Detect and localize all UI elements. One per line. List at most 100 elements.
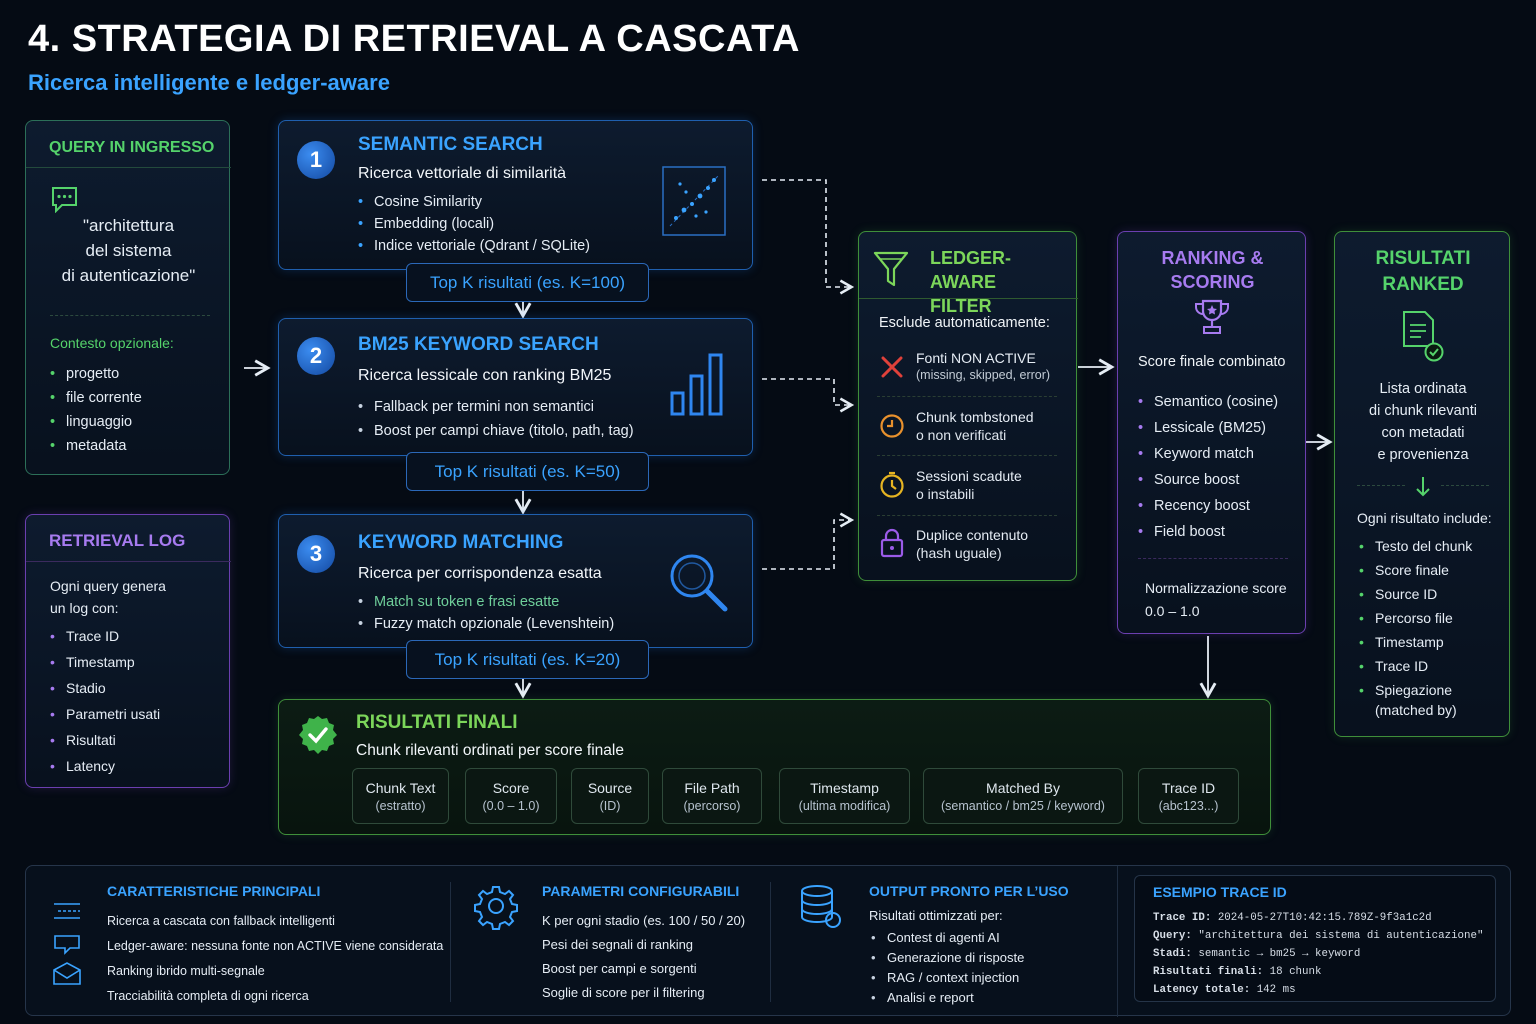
list-item: Recency boost <box>1138 493 1278 519</box>
stage-number: 1 <box>297 141 335 179</box>
list-item: Boost per campi chiave (titolo, path, ta… <box>358 419 634 443</box>
stage-subtitle: Ricerca lessicale con ranking BM25 <box>358 367 612 384</box>
output-list: Contest di agenti AI Generazione di risp… <box>871 928 1024 1008</box>
check-circle-icon <box>299 716 337 754</box>
list-item: Cosine Similarity <box>358 191 590 213</box>
list-item: Tracciabilità completa di ogni ricerca <box>107 989 309 1003</box>
list-item: Match su token e frasi esatte <box>358 591 614 613</box>
stage-bm25-panel: 2 BM25 KEYWORD SEARCH Ricerca lessicale … <box>278 318 753 456</box>
x-icon <box>881 356 903 378</box>
list-item: Score finale <box>1359 558 1472 582</box>
trace-row: Query: "architettura dei sistema di aute… <box>1153 930 1484 942</box>
footer-panel: CARATTERISTICHE PRINCIPALI Ricerca a cas… <box>25 865 1511 1017</box>
features-title: CARATTERISTICHE PRINCIPALI <box>107 883 321 899</box>
list-item: Testo del chunk <box>1359 534 1472 558</box>
list-item: Pesi dei segnali di ranking <box>542 937 694 952</box>
final-subtitle: Chunk rilevanti ordinati per score final… <box>356 742 624 759</box>
list-item: Fuzzy match opzionale (Levenshtein) <box>358 613 614 635</box>
query-title: QUERY IN INGRESSO <box>49 139 215 156</box>
list-item: Fallback per termini non semantici <box>358 395 634 419</box>
timer-icon <box>880 471 904 498</box>
result-field-chip: Chunk Text(estratto) <box>352 768 449 824</box>
list-item: Embedding (locali) <box>358 213 590 235</box>
arrow-down-icon <box>1416 477 1430 497</box>
context-label: Contesto opzionale: <box>50 335 174 351</box>
list-item: Risultati <box>50 727 160 753</box>
list-item: Contest di agenti AI <box>871 928 1024 948</box>
document-check-icon <box>1403 311 1444 362</box>
output-intro: Risultati ottimizzati per: <box>869 908 1003 923</box>
result-field-chip: File Path(percorso) <box>662 768 762 824</box>
chat-icon <box>52 187 77 213</box>
stage-subtitle: Ricerca per corrispondenza esatta <box>358 565 602 582</box>
result-field-chip: Trace ID(abc123...) <box>1138 768 1239 824</box>
bar-chart-icon <box>670 353 723 416</box>
trophy-icon <box>1195 299 1229 334</box>
feature-icons <box>53 903 81 985</box>
list-item: Field boost <box>1138 519 1278 545</box>
page-subtitle: Ricerca intelligente e ledger-aware <box>28 70 390 95</box>
list-item: Percorso file <box>1359 606 1472 630</box>
ranked-title: RISULTATI RANKED <box>1375 248 1471 295</box>
list-item: Trace ID <box>50 623 160 649</box>
stage-title: KEYWORD MATCHING <box>358 532 564 553</box>
stage-title: BM25 KEYWORD SEARCH <box>358 334 599 355</box>
output-title: OUTPUT PRONTO PER L’USO <box>869 883 1069 899</box>
page-title: 4. STRATEGIA DI RETRIEVAL A CASCATA <box>28 18 800 60</box>
stage-number: 3 <box>297 535 335 573</box>
log-title: RETRIEVAL LOG <box>49 531 186 550</box>
list-item: Ledger-aware: nessuna fonte non ACTIVE v… <box>107 939 444 953</box>
list-item: Trace ID <box>1359 654 1472 678</box>
stage-topk-pill: Top K risultati (es. K=100) <box>406 263 649 302</box>
magnifier-icon <box>670 554 728 612</box>
list-item: Analisi e report <box>871 988 1024 1008</box>
context-list: progetto file corrente linguaggio metada… <box>50 362 142 458</box>
list-item: Ricerca a cascata con fallback intellige… <box>107 914 335 928</box>
query-divider <box>26 167 231 168</box>
list-item: Indice vettoriale (Qdrant / SQLite) <box>358 235 590 257</box>
query-text: "architettura del sistema di autenticazi… <box>61 216 196 285</box>
log-intro: Ogni query genera un log con: <box>50 578 166 616</box>
ranking-panel: RANKING & SCORING Score finale combinato… <box>1117 231 1306 634</box>
ranking-list: Semantico (cosine) Lessicale (BM25) Keyw… <box>1138 389 1278 545</box>
result-field-chip: Source(ID) <box>571 768 649 824</box>
result-field-chip: Score(0.0 – 1.0) <box>465 768 557 824</box>
list-item: file corrente <box>50 386 142 410</box>
list-item: Lessicale (BM25) <box>1138 415 1278 441</box>
list-item: linguaggio <box>50 410 142 434</box>
log-list: Trace ID Timestamp Stadio Parametri usat… <box>50 623 160 779</box>
ranking-intro: Score finale combinato <box>1138 354 1286 370</box>
list-item: RAG / context injection <box>871 968 1024 988</box>
list-item: Keyword match <box>1138 441 1278 467</box>
list-item: Spiegazione <box>1359 678 1472 702</box>
list-item: Timestamp <box>1359 630 1472 654</box>
result-field-chip: Timestamp(ultima modifica) <box>779 768 910 824</box>
stage-bullets: Cosine Similarity Embedding (locali) Ind… <box>358 191 590 257</box>
final-title: RISULTATI FINALI <box>356 712 518 733</box>
trace-row: Stadi: semantic → bm25 → keyword <box>1153 948 1361 960</box>
scatter-plot-icon <box>662 166 726 236</box>
list-item: Boost per campi e sorgenti <box>542 961 697 976</box>
stage-semantic-panel: 1 SEMANTIC SEARCH Ricerca vettoriale di … <box>278 120 753 270</box>
list-item: Ranking ibrido multi-segnale <box>107 964 265 978</box>
stage-bullets: Fallback per termini non semantici Boost… <box>358 395 634 443</box>
log-panel: RETRIEVAL LOG Ogni query genera un log c… <box>25 514 231 788</box>
list-item: Parametri usati <box>50 701 160 727</box>
filter-title: LEDGER-AWARE FILTER <box>930 248 1011 316</box>
trace-title: ESEMPIO TRACE ID <box>1153 884 1287 900</box>
stage-number: 2 <box>297 337 335 375</box>
funnel-icon <box>873 251 909 287</box>
trace-row: Latency totale: 142 ms <box>1153 984 1296 996</box>
list-item: Semantico (cosine) <box>1138 389 1278 415</box>
ranking-title: RANKING & SCORING <box>1161 248 1264 292</box>
list-item: Generazione di risposte <box>871 948 1024 968</box>
filter-intro: Esclude automaticamente: <box>879 315 1050 331</box>
filter-panel: LEDGER-AWARE FILTER Esclude automaticame… <box>858 231 1078 581</box>
list-item: K per ogni stadio (es. 100 / 50 / 20) <box>542 913 746 928</box>
list-item: Source boost <box>1138 467 1278 493</box>
params-title: PARAMETRI CONFIGURABILI <box>542 883 740 899</box>
stage-topk-pill: Top K risultati (es. K=20) <box>406 640 649 679</box>
list-item: Source ID <box>1359 582 1472 606</box>
list-item: Stadio <box>50 675 160 701</box>
